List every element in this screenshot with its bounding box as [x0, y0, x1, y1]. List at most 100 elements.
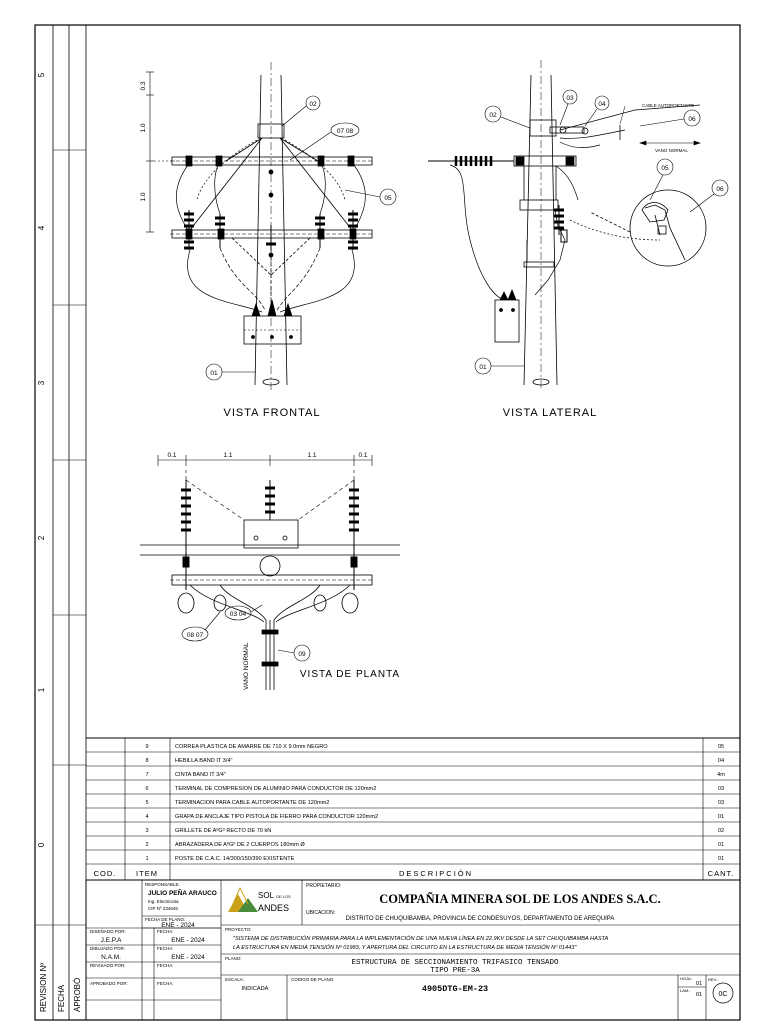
title-block-grid [85, 879, 741, 1021]
callout-05-label: 05 [384, 195, 392, 202]
lateral-insulator-string [428, 156, 514, 166]
bom-row-cant: 01 [718, 814, 724, 820]
callout-l02-label: 02 [489, 112, 497, 119]
fecha-disenado-label: FECHA: [157, 929, 174, 934]
bom-row-description: CINTA BAND IT 3/4" [175, 772, 226, 778]
revisado-label: REVISADO POR: [90, 963, 126, 968]
lateral-detail-bubble [589, 189, 707, 267]
zone-4: 4 [37, 225, 46, 230]
proyecto-line1: "SISTEMA DE DISTRIBUCIÓN PRIMARIA PARA L… [233, 935, 609, 942]
bom-row-description: POSTE DE C.A.C. 14/300/150/390 EXISTENTE [175, 856, 295, 862]
bom-header-item: ITEM [136, 869, 158, 878]
fecha-revisado-label: FECHA: [157, 963, 174, 968]
vista-planta [140, 455, 400, 690]
bom-row-cant: 01 [718, 856, 724, 862]
company-logo: SOL DE LOS ANDES [228, 886, 291, 913]
bom-row-description: GRAPA DE ANCLAJE TIPO PISTOLA DE FIERRO … [175, 814, 378, 820]
vista-planta-title: VISTA DE PLANTA [300, 669, 400, 680]
title-block: RESPONSABLE: JULIO PEÑA ARAUCO Ing. Elec… [90, 882, 734, 1004]
bom-row-description: TERMINAL DE COMPRESION DE ALUMINIO PARA … [175, 786, 376, 792]
lateral-crossarm [513, 155, 577, 268]
responsable-cip: CIP Nº 234845 [148, 906, 178, 911]
bom-row-cant: 4m [717, 772, 725, 778]
bom-row-item: 1 [145, 856, 148, 862]
callout-circle-l03 [562, 89, 578, 105]
planta-cable-down [261, 620, 279, 690]
planta-dim-1-1-left: 1.1 [223, 452, 232, 459]
lam-value: 01 [696, 992, 702, 998]
frontal-labels: 0.3 1.0 1.0 02 07 08 05 01 VISTA FRONTAL [140, 81, 392, 419]
bom-row-item: 4 [145, 814, 148, 820]
lateral-upper-clamp [529, 119, 621, 140]
rev-label: REV.: [708, 977, 718, 982]
bom-table: 9 CORREA PLASTICA DE AMARRE DE 710 X 9.0m… [145, 744, 725, 862]
logo-sol: SOL [258, 891, 275, 900]
planta-insulators [181, 480, 359, 590]
dim-1-0-lower: 1.0 [140, 192, 147, 201]
ubicacion-label: UBICACION: [306, 910, 335, 916]
cable-autoportante-label: CABLE AUTOPORTANTE [642, 103, 694, 108]
vano-normal-lateral-label: VANO NORMAL [655, 148, 688, 153]
bom-row-description: CORREA PLASTICA DE AMARRE DE 710 X 9.0mm… [175, 744, 328, 750]
bom-row-item: 8 [145, 758, 148, 764]
callout-l05-label: 05 [661, 165, 669, 172]
company-name: COMPAÑIA MINERA SOL DE LOS ANDES S.A.C. [379, 892, 660, 906]
codigo-value: 4905DTG-EM-23 [422, 984, 488, 994]
callout-0708-label: 07 08 [337, 128, 354, 135]
bom-row-description: TERMINACION PARA CABLE AUTOPORTANTE DE 1… [175, 800, 329, 806]
bom-row-description: ABRAZADERA DE AºGº DE 2 CUERPOS 180mm Ø [175, 841, 305, 848]
aprobado-label: APROBADO POR: [90, 981, 128, 986]
zone-2: 2 [37, 535, 46, 540]
bom-row-cant: 03 [718, 786, 724, 792]
bom-row-item: 9 [145, 744, 148, 750]
escala-label: ESCALA: [225, 977, 244, 982]
hoja-value: 01 [696, 981, 702, 987]
lam-label: LAM.: [680, 988, 690, 993]
bom-row-cant: 01 [718, 842, 724, 848]
vista-lateral-title: VISTA LATERAL [503, 407, 598, 419]
planta-cutouts [177, 584, 359, 623]
insulator-mid-left [215, 214, 225, 248]
proyecto-line2: LA ESTRUCTURA EN MEDIA TENSIÓN Nº 01983,… [233, 944, 577, 951]
callout-01-label: 01 [210, 370, 218, 377]
planta-dim-0-1-right: 0.1 [358, 452, 367, 459]
callout-circle-l06b [711, 179, 729, 197]
zone-3: 3 [37, 380, 46, 385]
bom-row-description: HEBILLA BAND IT 3/4" [175, 758, 233, 764]
logo-de-los: DE LOS [276, 894, 291, 899]
propietario-label: PROPIETARIO: [306, 883, 341, 889]
responsable-title: Ing. Electricista [148, 899, 179, 904]
bom-header: COD. ITEM DESCRIPCIÓN CANT. [94, 869, 734, 878]
callout-circle-l06 [683, 109, 701, 127]
fecha-dibujado-label: FECHA: [157, 946, 174, 951]
callout-circle-l05 [656, 158, 674, 176]
fecha-dibujado-value: ENE - 2024 [171, 954, 205, 961]
plano-line1: ESTRUCTURA DE SECCIONAMIENTO TRIFASICO T… [351, 959, 559, 967]
bom-row-item: 6 [145, 786, 148, 792]
vano-normal-planta-label: VANO NORMAL [243, 642, 250, 690]
callout-circle-02 [305, 95, 321, 111]
bom-row-item: 2 [145, 842, 148, 848]
callout-p09-label: 09 [298, 651, 306, 658]
callout-circle-l02 [484, 105, 502, 123]
callout-l03-label: 03 [566, 95, 574, 102]
callout-p0304-label: 03 04 [230, 611, 247, 618]
callout-l06b-label: 06 [716, 186, 724, 193]
dibujado-value: N.A.M. [101, 954, 121, 961]
codigo-label: CODIGO DE PLANO: [291, 977, 335, 982]
frontal-cutout-box [243, 299, 302, 345]
rev-value: 0C [719, 991, 728, 998]
zone-1: 1 [37, 687, 46, 692]
lateral-pin-insulators [554, 205, 568, 243]
lateral-pole [523, 60, 558, 390]
disenado-value: J.E.P.A [101, 937, 123, 944]
callout-02-label: 02 [309, 101, 317, 108]
bom-row-item: 7 [145, 772, 148, 778]
callout-p0807-label: 08 07 [187, 632, 204, 639]
logo-andes: ANDES [258, 903, 289, 913]
fecha-plano-label: FECHA DE PLANO: [145, 917, 185, 922]
revision-label: REVISION Nº [39, 963, 48, 1012]
planta-dimension [157, 455, 373, 466]
zone-0: 0 [37, 842, 46, 847]
